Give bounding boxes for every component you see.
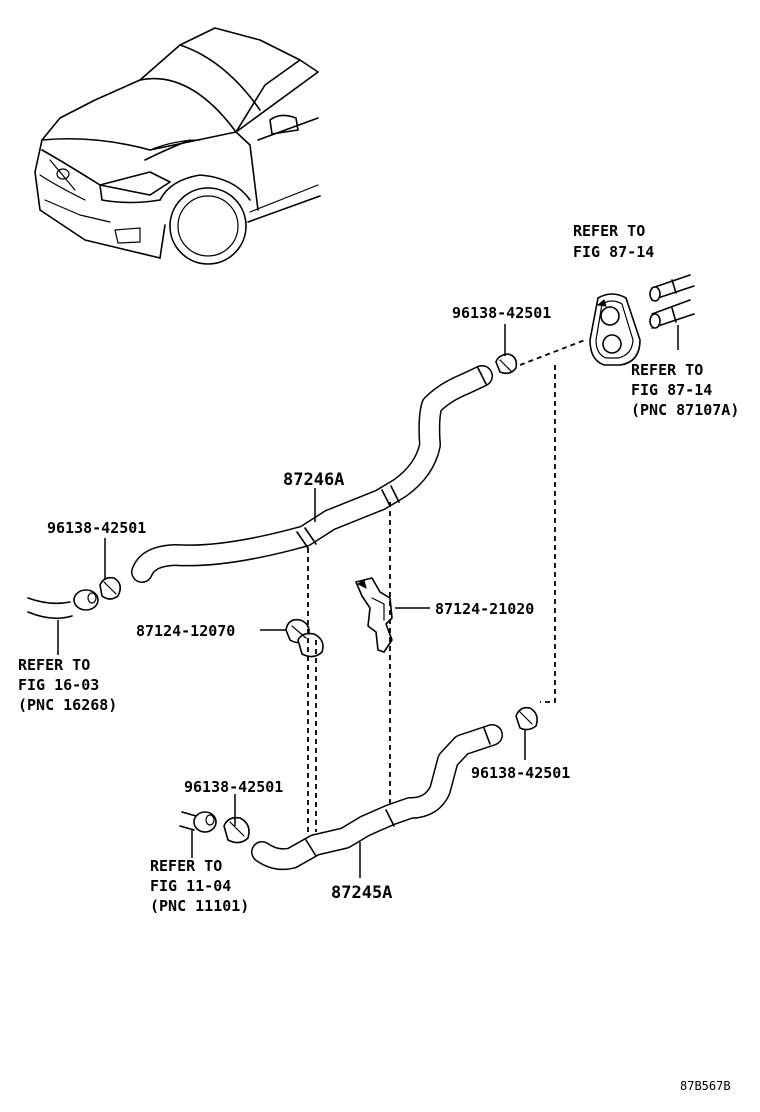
- ref-engine-left-line1[interactable]: REFER TO: [18, 656, 90, 674]
- pipe-icon: [649, 274, 695, 350]
- bracket-icon: [355, 577, 393, 653]
- ref-engine-bottom-line3[interactable]: (PNC 11101): [150, 897, 249, 915]
- part-label-clamp-top-right[interactable]: 96138-42501: [452, 304, 551, 322]
- hose-upper: [131, 365, 493, 583]
- figure-id: 87B567B: [680, 1079, 731, 1093]
- part-label-clamp-bottom-right[interactable]: 96138-42501: [471, 764, 570, 782]
- vehicle-front-icon: [34, 27, 321, 265]
- ref-pipes-line1[interactable]: REFER TO: [631, 361, 703, 379]
- part-label-clamp-left[interactable]: 96138-42501: [47, 519, 146, 537]
- engine-connector-left: [27, 589, 99, 655]
- part-label-hose-upper[interactable]: 87246A: [283, 470, 344, 490]
- grommet-icon: [589, 293, 641, 366]
- engine-connector-bottom: [179, 811, 217, 858]
- ref-engine-left-line3[interactable]: (PNC 16268): [18, 696, 117, 714]
- hose-lower: [251, 724, 503, 871]
- ref-engine-left-line2[interactable]: FIG 16-03: [18, 676, 99, 694]
- part-label-bracket[interactable]: 87124-21020: [435, 600, 534, 618]
- ref-pipes-line3[interactable]: (PNC 87107A): [631, 401, 739, 419]
- part-label-hose-lower[interactable]: 87245A: [331, 883, 392, 903]
- ref-engine-bottom-line1[interactable]: REFER TO: [150, 857, 222, 875]
- ref-pipes-line2[interactable]: FIG 87-14: [631, 381, 712, 399]
- clamp-icon: [99, 353, 538, 844]
- ref-grommet-line2[interactable]: FIG 87-14: [573, 243, 654, 261]
- part-label-clamp-mid[interactable]: 87124-12070: [136, 622, 235, 640]
- ref-grommet-line1[interactable]: REFER TO: [573, 222, 645, 240]
- part-label-clamp-bottom-left[interactable]: 96138-42501: [184, 778, 283, 796]
- ref-engine-bottom-line2[interactable]: FIG 11-04: [150, 877, 231, 895]
